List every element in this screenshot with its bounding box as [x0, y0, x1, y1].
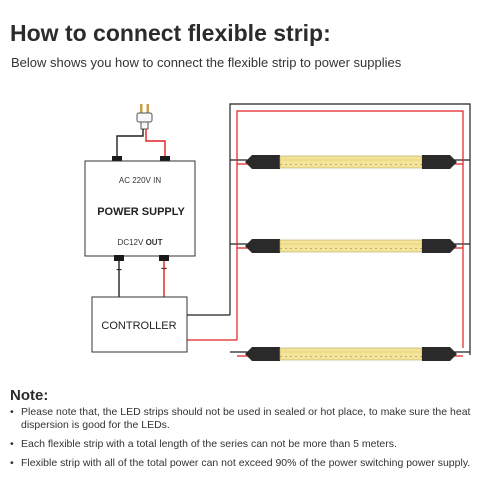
- power-supply-output-terminals: [114, 255, 169, 261]
- power-supply-output-label: DC12V OUT: [118, 238, 163, 247]
- note-item-2: • Each flexible strip with a total lengt…: [10, 438, 475, 451]
- bullet-1: •: [10, 406, 14, 418]
- ac-input-wires: [116, 129, 166, 158]
- output-label-prefix: DC12V: [118, 238, 146, 247]
- note-text-1: Please note that, the LED strips should …: [21, 406, 471, 431]
- power-supply-title: POWER SUPPLY: [97, 206, 185, 218]
- led-strip-2: [245, 239, 457, 253]
- power-supply-box: [84, 160, 196, 257]
- bullet-3: •: [10, 456, 14, 469]
- controller-box: [91, 296, 188, 353]
- dc-output-wires: [118, 261, 165, 297]
- wiring-diagram: AC 220V IN POWER SUPPLY DC12V OUT − + CO…: [84, 103, 471, 361]
- note-text-3: Flexible strip with all of the total pow…: [21, 456, 471, 469]
- red-bus-wire: [236, 110, 464, 357]
- page-title: How to connect flexible strip:: [10, 20, 331, 46]
- controller-label: CONTROLLER: [101, 320, 176, 332]
- led-strip-1: [245, 155, 457, 169]
- output-label-out: OUT: [146, 238, 163, 247]
- power-supply-input-terminals: [112, 156, 170, 162]
- led-strip-3: [245, 347, 457, 361]
- black-bus-wire: [229, 103, 471, 355]
- notes-list: • Please note that, the LED strips shoul…: [10, 406, 475, 476]
- note-item-3: • Flexible strip with all of the total p…: [10, 457, 475, 470]
- bullet-2: •: [10, 437, 14, 450]
- ac-plug-icon: [136, 104, 153, 130]
- note-item-1: • Please note that, the LED strips shoul…: [10, 406, 475, 431]
- page-subtitle: Below shows you how to connect the flexi…: [11, 55, 402, 70]
- note-text-2: Each flexible strip with a total length …: [21, 437, 397, 450]
- controller-output-wires: [187, 314, 237, 341]
- power-supply-input-label: AC 220V IN: [119, 176, 161, 185]
- note-heading: Note:: [10, 387, 49, 404]
